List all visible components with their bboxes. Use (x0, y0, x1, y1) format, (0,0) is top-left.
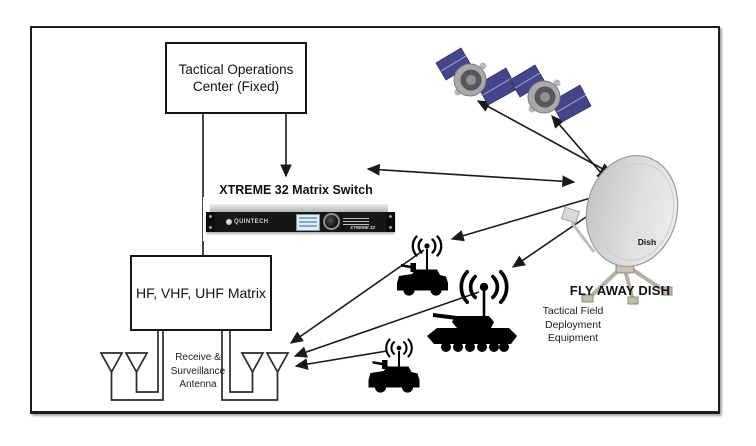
antenna-array-left (99, 328, 164, 401)
arrow-switch-dish (366, 163, 576, 188)
control-knob-icon (323, 213, 340, 230)
satellite-icon (509, 64, 592, 123)
matrix-switch-label: XTREME 32 Matrix Switch (219, 183, 373, 197)
device-chassis-top (210, 204, 388, 213)
hf-matrix-label: HF, VHF, UHF Matrix (136, 285, 266, 301)
rack-ear-right (386, 212, 395, 232)
arrow-tank-antenna (293, 291, 480, 358)
quintech-brand-text: QUINTECH (234, 219, 269, 225)
quintech-logo-icon (226, 219, 232, 225)
device-faceplate: QUINTECH XTREME 32 (206, 212, 395, 232)
tactical-operations-center-box: Tactical Operations Center (Fixed) (165, 42, 307, 114)
port-markings (343, 216, 369, 227)
screw-icon (389, 215, 392, 218)
screw-icon (389, 226, 392, 229)
quintech-logo: QUINTECH (226, 219, 269, 225)
screw-icon (209, 226, 212, 229)
arrow-humvee1-antenna (289, 249, 425, 344)
antenna-icon (99, 352, 124, 374)
receive-antenna-label: Receive & Surveillance Antenna (170, 352, 226, 390)
antenna-array-right (221, 328, 290, 401)
screw-icon (209, 215, 212, 218)
humvee-icon (397, 263, 448, 296)
field-equipment-label: Tactical Field Deployment Equipment (542, 305, 604, 344)
hf-vhf-uhf-matrix-box: HF, VHF, UHF Matrix (130, 255, 272, 331)
rack-ear-left (206, 212, 215, 232)
matrix-switch-device: QUINTECH XTREME 32 (203, 197, 399, 241)
humvee-icon (368, 360, 420, 393)
tank-icon (427, 313, 517, 352)
satellite-icon (435, 47, 518, 106)
arrow-sat2-dish (551, 114, 609, 183)
lcd-screen (296, 214, 320, 231)
dish-small-label: Dish (637, 237, 657, 247)
toc-label-line1: Tactical Operations (178, 62, 294, 77)
arrow-humvee2-antenna (294, 350, 388, 370)
device-model-text: XTREME 32 (349, 225, 375, 230)
antenna-icon (265, 352, 290, 374)
antenna-icon (240, 352, 265, 374)
fly-away-dish-title: FLY AWAY DISH (569, 283, 671, 298)
toc-label-line2: Center (Fixed) (192, 79, 280, 94)
antenna-icon (124, 352, 149, 374)
dish-icon (560, 154, 679, 305)
